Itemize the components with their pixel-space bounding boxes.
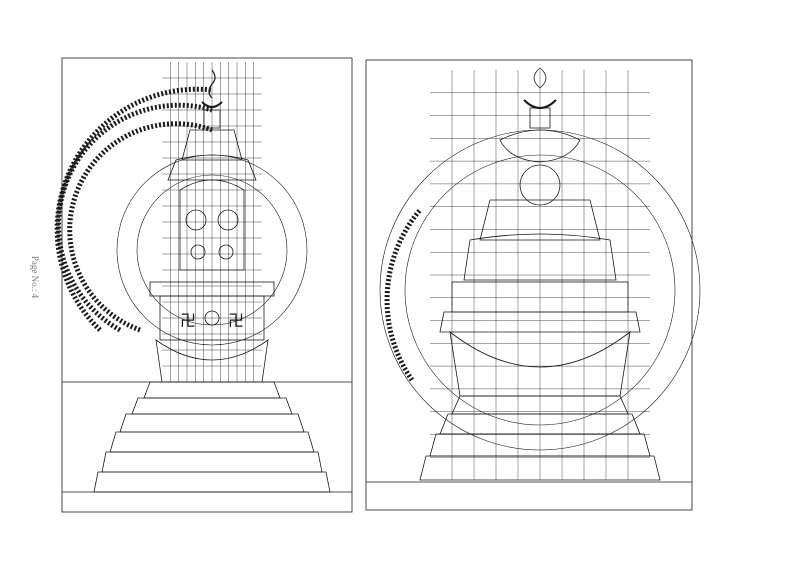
svg-text:卍: 卍 xyxy=(228,312,244,330)
svg-text:卍: 卍 xyxy=(180,312,196,330)
left-stupa-plate: 卍 卍 xyxy=(54,57,353,513)
right-grid xyxy=(430,70,650,480)
right-stupa-plate xyxy=(365,59,701,511)
